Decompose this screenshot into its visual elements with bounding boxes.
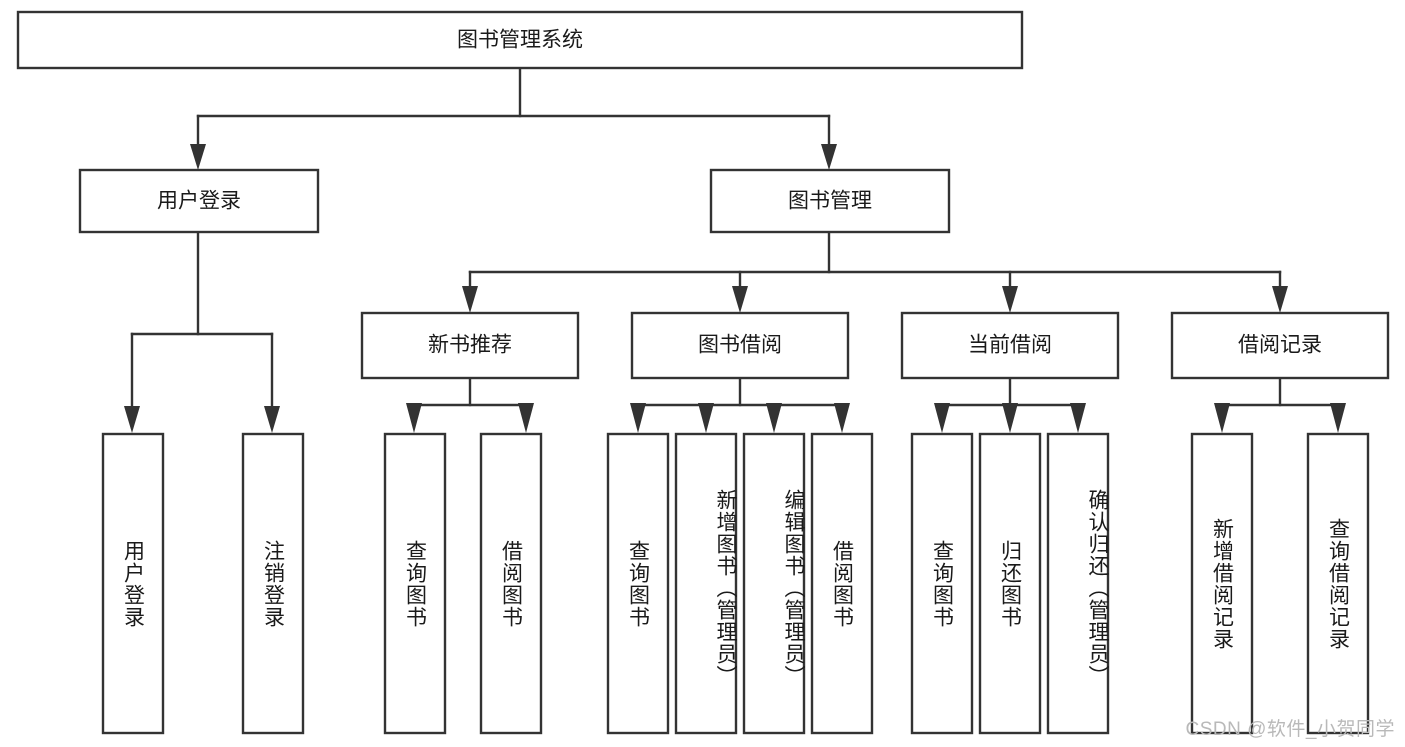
node-new-book-recommend[interactable]: 新书推荐 (360, 311, 580, 380)
arrow-head-leaf-logout (264, 406, 280, 433)
leaf-box-bb-query-book[interactable] (606, 432, 670, 735)
leaf-boxes-user-login (101, 432, 305, 735)
arrow-head-book-borrow (732, 286, 748, 313)
connectors-user-login-children (124, 230, 280, 433)
leaf-box-br-add-record[interactable] (1190, 432, 1254, 735)
node-new-book-recommend-box[interactable] (360, 311, 580, 380)
leaf-box-nb-query-book[interactable] (383, 432, 447, 735)
node-current-borrow-box[interactable] (900, 311, 1120, 380)
leaf-boxes-new-book-recommend (383, 432, 543, 735)
node-borrow-record-label: 借阅记录 (1238, 334, 1322, 357)
arrow-head-leaf-cb1 (934, 403, 950, 433)
connectors-book-borrow-children (630, 376, 850, 433)
leaf-box-cb-query-book[interactable] (910, 432, 974, 735)
node-book-borrow[interactable]: 图书借阅 (630, 311, 850, 380)
node-book-manage-box[interactable] (709, 168, 951, 234)
node-root-label: 图书管理系统 (457, 29, 583, 52)
node-root[interactable]: 图书管理系统 (16, 10, 1024, 70)
arrow-head-leaf-nb2 (518, 403, 534, 433)
connectors-current-borrow-children (934, 376, 1086, 433)
leaf-box-user-login[interactable] (101, 432, 165, 735)
node-user-login[interactable]: 用户登录 (78, 168, 320, 234)
arrow-head-leaf-nb1 (406, 403, 422, 433)
leaf-box-br-query-record[interactable] (1306, 432, 1370, 735)
leaf-boxes-borrow-record (1190, 432, 1370, 735)
leaf-boxes-book-borrow (606, 432, 874, 735)
leaf-box-bb-edit-book[interactable] (742, 432, 806, 735)
arrow-head-leaf-br1 (1214, 403, 1230, 433)
node-root-box[interactable] (16, 10, 1024, 70)
arrow-head-leaf-cb2 (1002, 403, 1018, 433)
node-current-borrow[interactable]: 当前借阅 (900, 311, 1120, 380)
csdn-watermark: CSDN @软件_小贺同学 (1185, 719, 1395, 740)
connectors-book-manage-children (462, 230, 1288, 313)
arrow-head-leaf-cb3 (1070, 403, 1086, 433)
arrow-head-borrow-record (1272, 286, 1288, 313)
arrow-head-leaf-bb4 (834, 403, 850, 433)
leaf-boxes-current-borrow (910, 432, 1110, 735)
arrow-head-leaf-bb2 (698, 403, 714, 433)
connectors-new-book-children (406, 376, 534, 433)
leaf-box-nb-borrow-book[interactable] (479, 432, 543, 735)
node-borrow-record-box[interactable] (1170, 311, 1390, 380)
leaf-box-logout[interactable] (241, 432, 305, 735)
node-current-borrow-label: 当前借阅 (968, 334, 1052, 357)
arrow-head-leaf-bb1 (630, 403, 646, 433)
arrow-head-leaf-user-login (124, 406, 140, 433)
arrow-head-current-borrow (1002, 286, 1018, 313)
leaf-box-cb-confirm-return[interactable] (1046, 432, 1110, 735)
node-user-login-box[interactable] (78, 168, 320, 234)
arrow-head-user-login (190, 144, 206, 170)
connectors-root-to-level2 (190, 66, 837, 170)
node-book-manage-label: 图书管理 (788, 190, 872, 213)
leaf-box-cb-return-book[interactable] (978, 432, 1042, 735)
node-user-login-label: 用户登录 (157, 190, 241, 213)
leaf-box-bb-add-book[interactable] (674, 432, 738, 735)
arrow-head-leaf-bb3 (766, 403, 782, 433)
node-new-book-recommend-label: 新书推荐 (428, 334, 512, 357)
node-book-borrow-label: 图书借阅 (698, 334, 782, 357)
node-book-borrow-box[interactable] (630, 311, 850, 380)
arrow-head-new-book (462, 286, 478, 313)
leaf-box-bb-borrow-book[interactable] (810, 432, 874, 735)
arrow-head-book-manage (821, 144, 837, 170)
connectors-borrow-record-children (1214, 376, 1346, 433)
node-borrow-record[interactable]: 借阅记录 (1170, 311, 1390, 380)
node-book-manage[interactable]: 图书管理 (709, 168, 951, 234)
arrow-head-leaf-br2 (1330, 403, 1346, 433)
